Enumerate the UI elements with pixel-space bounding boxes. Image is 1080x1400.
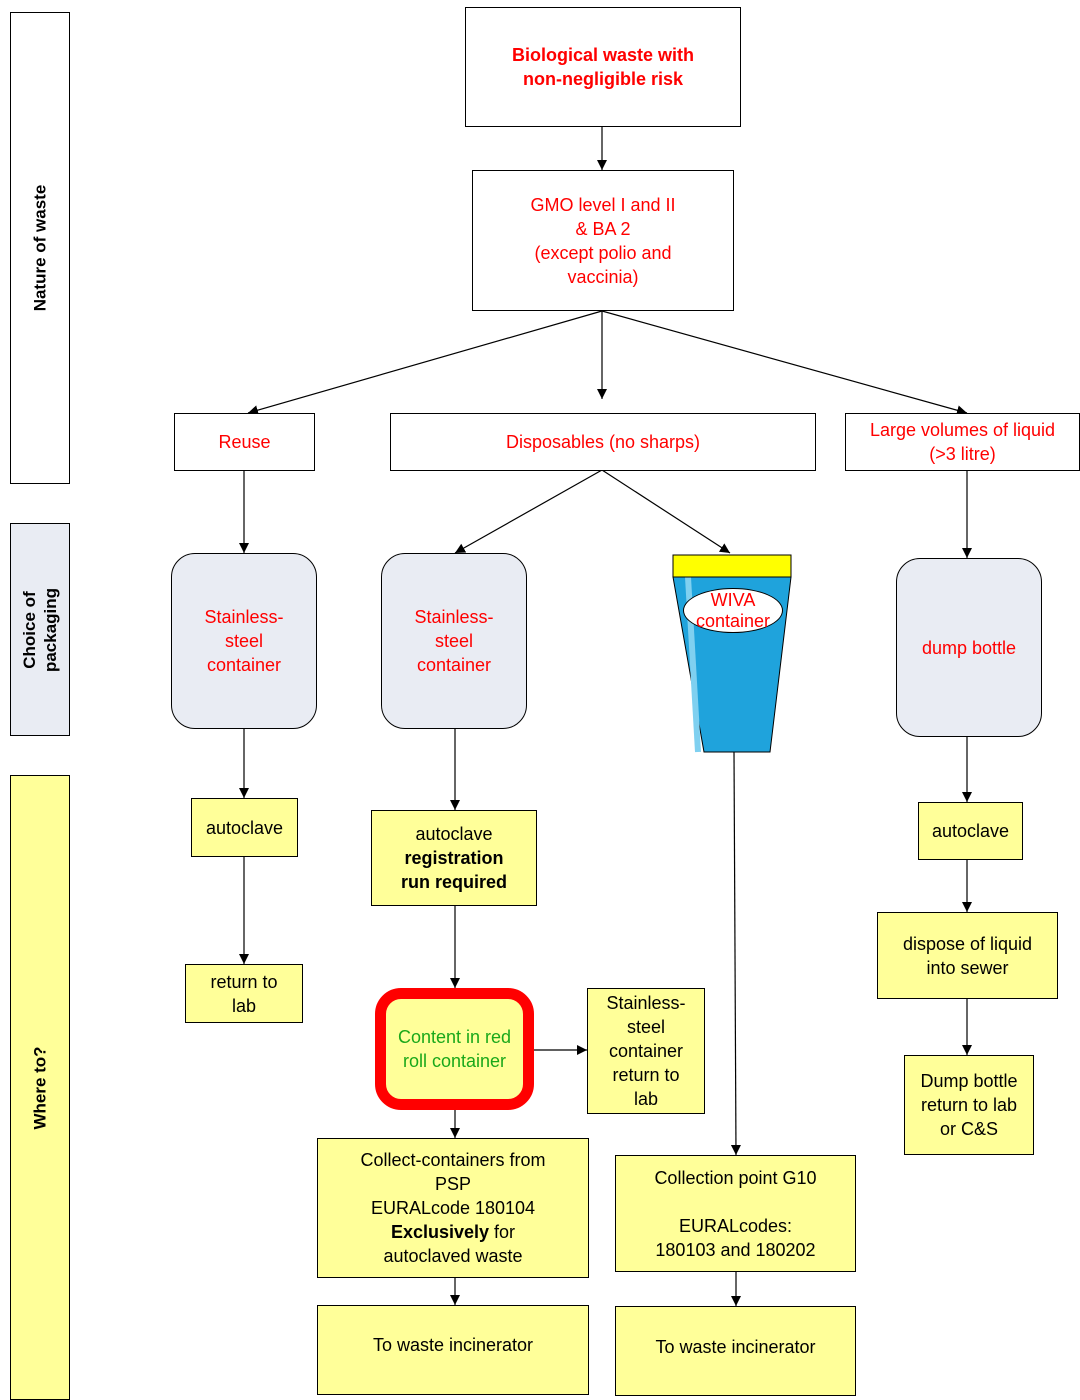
- node-autoclave-disposables: autoclave registration run required: [371, 810, 537, 906]
- node-red-roll-container: Content in red roll container: [375, 988, 534, 1110]
- lane-nature-of-waste: Nature of waste: [10, 12, 70, 484]
- wiva-container-shape: [672, 554, 792, 753]
- node-reuse: Reuse: [174, 413, 315, 471]
- node-wiva-label: WIVA container: [683, 588, 783, 633]
- node-large-liquid: Large volumes of liquid (>3 litre): [845, 413, 1080, 471]
- arrow-gmo-to-reuse: [247, 310, 603, 416]
- node-ss-container-return: Stainless- steel container return to lab: [587, 988, 705, 1114]
- node-collect-containers: Collect-containers from PSP EURALcode 18…: [317, 1138, 589, 1278]
- node-ss-container-reuse: Stainless- steel container: [171, 553, 317, 729]
- node-collection-point: Collection point G10 EURALcodes: 180103 …: [615, 1155, 856, 1272]
- arrow-gmo-to-liquid: [601, 310, 968, 416]
- node-return-to-lab: return to lab: [185, 964, 303, 1023]
- node-gmo-level: GMO level I and II & BA 2 (except polio …: [472, 170, 734, 311]
- node-autoclave-liquid: autoclave: [918, 802, 1023, 860]
- node-dispose-liquid: dispose of liquid into sewer: [877, 912, 1058, 999]
- lane-label-where: Where to?: [30, 1045, 50, 1130]
- node-autoclave-reuse: autoclave: [191, 798, 298, 857]
- node-dump-bottle: dump bottle: [896, 558, 1042, 737]
- arrow-disp-to-container: [454, 469, 603, 554]
- lane-label-packaging: Choice of packaging: [20, 587, 60, 672]
- node-ss-container-disposables: Stainless- steel container: [381, 553, 527, 729]
- lane-choice-of-packaging: Choice of packaging: [10, 523, 70, 736]
- arrow-wiva-to-collection: [730, 751, 741, 1156]
- lane-where-to: Where to?: [10, 775, 70, 1400]
- lane-label-nature: Nature of waste: [30, 184, 50, 312]
- node-dump-bottle-return: Dump bottle return to lab or C&S: [904, 1055, 1034, 1155]
- node-biological-waste: Biological waste with non-negligible ris…: [465, 7, 741, 127]
- node-disposables: Disposables (no sharps): [390, 413, 816, 471]
- arrow-disp-to-wiva: [601, 469, 731, 554]
- node-incinerator-right: To waste incinerator: [615, 1306, 856, 1396]
- node-incinerator-left: To waste incinerator: [317, 1305, 589, 1395]
